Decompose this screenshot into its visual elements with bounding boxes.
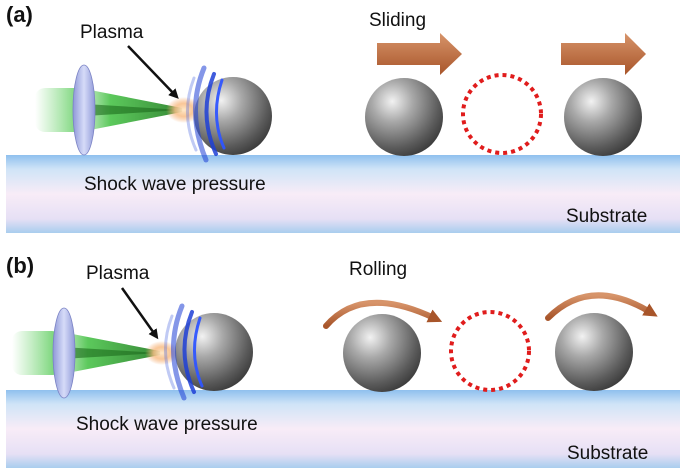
substrate-a-label: Substrate (566, 206, 647, 227)
panel-b: (b) Substrate Plasma Shock wave pressure (6, 253, 680, 468)
lens-b (52, 307, 76, 399)
sphere-b-start (175, 313, 253, 391)
shock-waves-b (163, 303, 204, 401)
sphere-b-2 (555, 313, 633, 391)
sliding-arrow-1 (377, 33, 462, 75)
lens-a (72, 64, 96, 156)
substrate-a (6, 155, 680, 233)
laser-beam-b (12, 331, 160, 375)
plasma-b (145, 341, 179, 365)
sphere-b-original-position (449, 310, 531, 392)
motion-b-label: Rolling (349, 259, 407, 280)
sphere-a-start (194, 77, 272, 155)
sphere-a-1 (365, 78, 443, 156)
panel-b-tag: (b) (6, 253, 34, 278)
plasma-a-pointer (127, 45, 179, 99)
shock-b-label: Shock wave pressure (76, 414, 258, 435)
motion-a-label: Sliding (369, 10, 426, 31)
sphere-a-original-position (461, 73, 543, 155)
laser-beam-a (35, 88, 182, 132)
shock-a-label: Shock wave pressure (84, 174, 266, 195)
shock-waves-a (185, 65, 226, 163)
rolling-arrow-2 (545, 292, 658, 321)
panel-a: (a) Substrate Plasma Shock wave pressure (6, 2, 680, 233)
plasma-b-label: Plasma (86, 263, 150, 284)
substrate-b (6, 390, 680, 468)
rolling-arrow-1 (323, 299, 443, 329)
substrate-b-label: Substrate (567, 443, 648, 464)
plasma-a (166, 97, 202, 123)
sphere-a-2 (564, 78, 642, 156)
sphere-b-1 (343, 314, 421, 392)
sliding-arrow-2 (561, 33, 646, 75)
panel-a-tag: (a) (6, 2, 33, 27)
plasma-a-label: Plasma (80, 22, 144, 43)
plasma-b-pointer (120, 287, 159, 340)
